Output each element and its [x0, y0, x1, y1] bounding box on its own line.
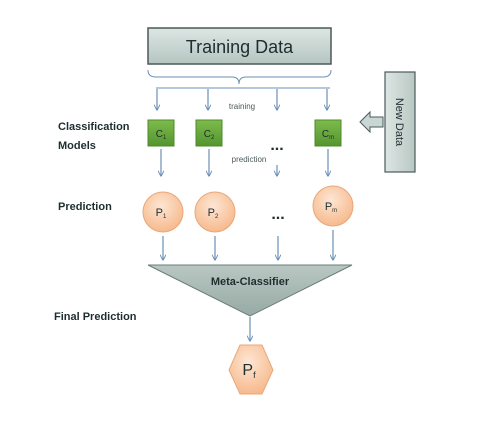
- meta-classifier-label: Meta-Classifier: [211, 276, 290, 288]
- model-box-m: [314, 119, 342, 147]
- model-box-1: [147, 119, 175, 147]
- model-label-m: Cm: [322, 129, 334, 141]
- prediction-label-2: P2: [208, 207, 219, 220]
- model-label-2: C2: [204, 129, 215, 141]
- prediction-row-label: Prediction: [58, 201, 112, 213]
- models-ellipsis: ...: [270, 137, 283, 154]
- final-prediction-hexagon: [228, 344, 274, 395]
- predictions-ellipsis: ...: [271, 206, 284, 223]
- new-data-box: [384, 71, 416, 173]
- meta-classifier-triangle: [147, 264, 353, 317]
- model-box-2: [195, 119, 223, 147]
- prediction-circle-2: [194, 191, 236, 233]
- new-data-label: New Data: [393, 98, 405, 147]
- training-brace: [147, 69, 332, 85]
- training-edge-label: training: [229, 102, 255, 111]
- final-prediction-symbol: Pf: [242, 362, 256, 380]
- prediction-circle-m: [312, 185, 354, 227]
- new-data-arrow: [359, 110, 384, 134]
- prediction-edge-label: prediction: [232, 155, 267, 164]
- prediction-label-1: P1: [156, 207, 167, 220]
- final-prediction-label: Final Prediction: [54, 311, 137, 323]
- prediction-label-m: Pm: [325, 201, 337, 214]
- classification-models-label: Classification Models: [58, 121, 130, 152]
- training-data-box: [147, 27, 332, 65]
- prediction-circle-1: [142, 191, 184, 233]
- model-label-1: C1: [156, 129, 167, 141]
- training-data-label: Training Data: [186, 37, 294, 57]
